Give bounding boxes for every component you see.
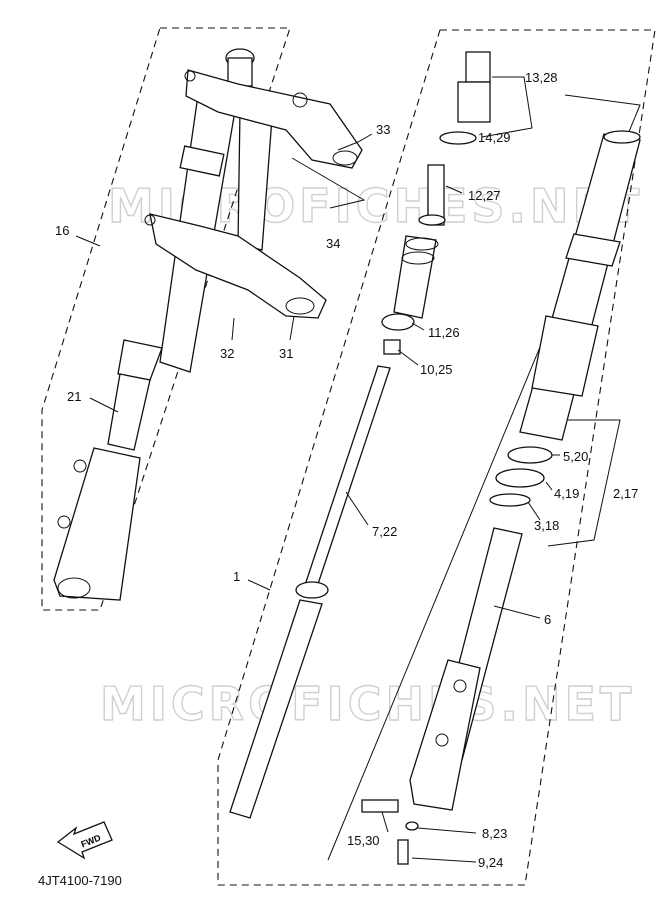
callout-34: 34 — [326, 236, 340, 251]
fork-tube-lower — [107, 373, 151, 451]
callout-6: 6 — [544, 612, 551, 627]
callout-15-30: 15,30 — [347, 833, 380, 848]
callout-5-20: 5,20 — [563, 449, 588, 464]
inner-tube — [229, 599, 323, 819]
slider-base-lug-2 — [435, 733, 449, 747]
callout-8-23: 8,23 — [482, 826, 507, 841]
group-1-dashed-outline — [217, 29, 656, 886]
callout-4-19: 4,19 — [554, 486, 579, 501]
damper-rod-seat — [381, 313, 415, 331]
callout-12-27: 12,27 — [468, 188, 501, 203]
callout-11-26: 11,26 — [428, 325, 460, 340]
callout-13-28: 13,28 — [525, 70, 558, 85]
slider-base-lug-1 — [453, 679, 467, 693]
callout-labels: 16 21 33 34 32 31 1 13,28 14,29 12,27 11… — [55, 70, 638, 870]
lower-bracket-hole — [144, 214, 156, 226]
callout-3-18: 3,18 — [534, 518, 559, 533]
assembled-fork-group — [41, 27, 363, 611]
bolt-15-30 — [361, 799, 399, 813]
outer-tube-leader-box — [327, 94, 641, 861]
outer-tube-band — [565, 233, 621, 267]
leader-lines — [75, 76, 621, 863]
callout-7-22: 7,22 — [372, 524, 397, 539]
watermark-bottom: MICROFICHES.NET — [100, 677, 635, 731]
upper-bracket — [185, 69, 363, 169]
slider-lug-2 — [57, 515, 71, 529]
callout-16: 16 — [55, 223, 69, 238]
axle-boss — [57, 577, 91, 599]
spacer-washer — [418, 214, 446, 226]
callout-14-29: 14,29 — [478, 130, 511, 145]
lower-bracket — [149, 213, 327, 319]
spring-coil-2 — [401, 251, 435, 265]
callout-32: 32 — [220, 346, 234, 361]
oil-seal — [495, 468, 545, 488]
fork-slider — [53, 447, 141, 601]
slider-lug-1 — [73, 459, 87, 473]
exploded-fork-group — [217, 29, 656, 886]
bolt-9-24 — [397, 839, 409, 865]
dust-seal — [507, 446, 553, 464]
callout-2-17: 2,17 — [613, 486, 638, 501]
callout-10-25: 10,25 — [420, 362, 453, 377]
lower-bracket-clamp — [285, 297, 315, 315]
callout-31: 31 — [279, 346, 293, 361]
fork-spring — [393, 235, 437, 319]
damper-nut — [383, 339, 401, 355]
upper-bracket-hole-center — [292, 92, 308, 108]
fork-outer-band — [117, 339, 163, 381]
callout-33: 33 — [376, 122, 390, 137]
fwd-arrow-icon: FWD — [56, 821, 113, 860]
spring-coil-1 — [405, 237, 439, 251]
o-ring — [439, 131, 477, 145]
damper-rod-end — [295, 581, 329, 599]
upper-bracket-hole-left — [184, 70, 196, 82]
callout-1: 1 — [233, 569, 240, 584]
outer-tube-midband — [531, 315, 599, 397]
cap-bolt-body — [457, 81, 491, 123]
damper-rod — [303, 365, 391, 591]
group-16-dashed-outline — [41, 27, 291, 611]
upper-bracket-clamp — [332, 150, 358, 166]
callout-21: 21 — [67, 389, 81, 404]
washer-8-23 — [405, 821, 419, 831]
cap-bolt-head — [465, 51, 491, 83]
fork-tube-band — [179, 145, 225, 177]
clip — [489, 493, 531, 507]
drawing-code: 4JT4100-7190 — [38, 873, 122, 888]
outer-tube-top — [603, 130, 641, 144]
callout-9-24: 9,24 — [478, 855, 503, 870]
